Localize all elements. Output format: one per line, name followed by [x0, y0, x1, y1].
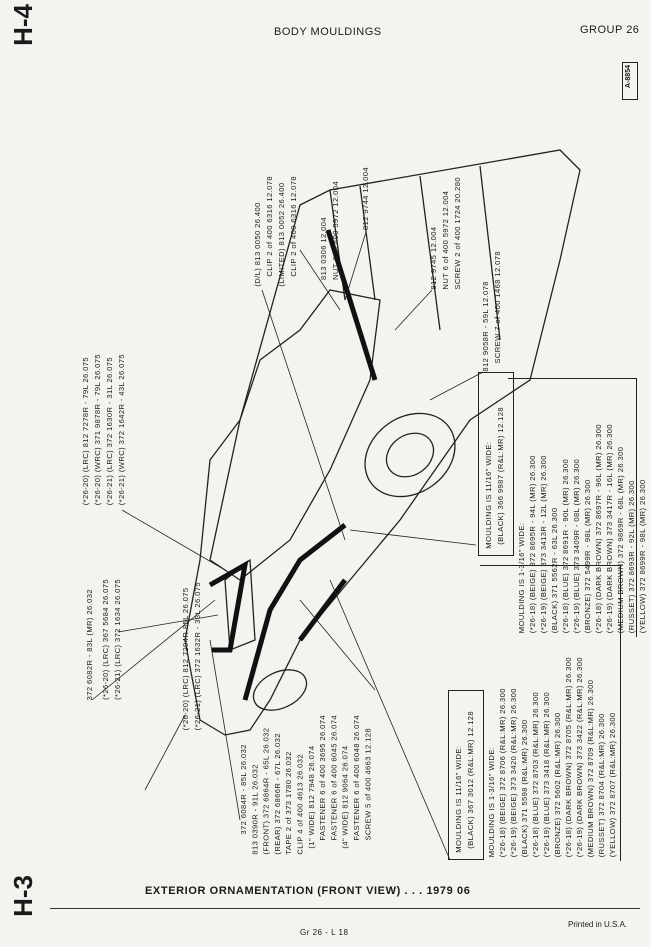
callout-line: (1" WIDE) 812 7948 26.074: [306, 745, 316, 849]
callout-line: 812 9745 12.004: [429, 226, 438, 290]
callout-line: (*26-20) (LRC) 812 7294R 85L 26.075: [181, 587, 190, 730]
callout-rear-spoiler: 812 9744 12.004: [360, 167, 372, 230]
callout-line: (FRONT) 372 6864R - 65L 26.032: [261, 728, 271, 855]
windshield-moulding: [208, 560, 249, 653]
callout-line: FASTENER 6 of 400 6048 26.074: [351, 715, 361, 841]
callout-line: CLIP 2 of 400 6316 12.078: [265, 176, 274, 277]
callout-line: FASTENER 6 of 400 3695 26.074: [318, 715, 328, 841]
door-moulding: [298, 578, 347, 642]
moulding-front-narrow: MOULDING IS 11/16" WIDE: (BLACK) 367 301…: [453, 711, 477, 853]
callout-pillar: (*26-20) (LRC) 812 7294R 85L 26.075 (*26…: [180, 582, 204, 730]
callout-line: FASTENER 6 of 400 6045 26.074: [329, 715, 339, 841]
moulding-front-wide-box: MOULDING IS 1-3/16" WIDE: (*26-18) (BEIG…: [480, 565, 621, 861]
callout-line: (*26-20) (LRC) 812 7278R - 79L 26.075: [81, 356, 90, 505]
moulding-rear-narrow: MOULDING IS 11/16" WIDE: (BLACK) 366 998…: [483, 407, 507, 549]
moulding-line: (YELLOW) 372 8699R - 98L (MR) 26.300: [638, 479, 647, 633]
mouldings-dark: [208, 229, 378, 701]
callout-line: (4" WIDE) 812 9064 26.074: [340, 745, 350, 849]
callout-line: TAPE 2 of 373 1780 26.032: [284, 751, 294, 855]
trunk-lines: [329, 165, 501, 341]
callout-rear-quarter: 812 9058R - 59L 12.078 SCREW 7 of 400 14…: [480, 251, 504, 372]
side-moulding: [242, 523, 347, 701]
figure-caption: EXTERIOR ORNAMENTATION (FRONT VIEW) . . …: [145, 885, 471, 897]
moulding-rear-narrow-box: MOULDING IS 11/16" WIDE: (BLACK) 366 998…: [478, 372, 514, 556]
callout-line: CLIP 2 of 400 6316 12.078: [289, 176, 298, 277]
callout-line: NUT 6 of 400 5972 12.004: [441, 191, 450, 290]
stamp-box: A-8854: [622, 62, 638, 100]
callout-line: (D/L) 813 0050 26.400: [253, 202, 262, 287]
moulding-line: MOULDING IS 1-3/16" WIDE:: [487, 746, 496, 857]
callout-line: (*26-20) (LRC) 367 5684 26.075: [101, 579, 110, 700]
callout-window-group: (*26-20) (LRC) 812 7278R - 79L 26.075 (*…: [80, 354, 128, 505]
callout-line: CLIP 4 of 400 4613 26.032: [295, 754, 305, 855]
callout-line: (*26-21) (LRC) 372 1634 26.075: [113, 579, 122, 700]
moulding-line: MOULDING IS 11/16" WIDE:: [484, 441, 493, 549]
moulding-line: (RUSSET) 372 8704 (R&L:MR) 26.300: [597, 712, 606, 857]
footer-divider: [50, 908, 640, 909]
rear-wheel: [364, 412, 456, 498]
callout-line: SCREW 2 of 400 1724 20.280: [453, 177, 462, 290]
leader-lines: [91, 231, 484, 861]
callout-line: 813 0306 12.004: [319, 216, 328, 280]
moulding-line: (MEDIUM BROWN) 372 8709 (R&L:MR) 26.300: [586, 679, 595, 857]
callout-deck: 813 0306 12.004 NUT 6 of 400 5972 12.004: [318, 181, 342, 280]
callout-cowl: (*26-20) (LRC) 367 5684 26.075 (*26-21) …: [100, 579, 124, 700]
callout-line: 812 9058R - 59L 12.078: [481, 281, 490, 372]
moulding-line: (*26-19) (BLUE) 373 3418 (R&L:MR) 26.300: [542, 691, 551, 857]
moulding-rear-wide-box: MOULDING IS 1-3/16" WIDE: (*26-18) (BEIG…: [508, 378, 647, 637]
rear-wheel-hub: [385, 432, 435, 478]
rear-spoiler-moulding: [325, 229, 378, 381]
callout-line: (LIMITED) 813 0052 26.400: [277, 182, 286, 287]
moulding-line: (BLACK) 367 3012 (R&L:MR) 12.128: [466, 711, 475, 849]
front-wheel: [252, 669, 308, 711]
callout-line: SCREW 7 of 400 1468 12.078: [493, 251, 502, 364]
page-code: Gr 26 - L 18: [300, 928, 349, 937]
moulding-front-narrow-box: MOULDING IS 11/16" WIDE: (BLACK) 367 301…: [448, 690, 484, 860]
callout-line: 812 9744 12.004: [361, 166, 370, 230]
callout-line: (*26-21) (LRC) 372 1630R - 31L 26.075: [105, 356, 114, 505]
callout-line: NUT 6 of 400 5972 12.004: [331, 181, 340, 280]
callout-line: (*26-21) (LRC) 372 1632R - 33L 26.075: [193, 581, 202, 730]
callout-windshield: 372 6082R - 83L (MR) 26.032: [84, 589, 96, 700]
moulding-line: (BLACK) 366 9987 (R&L:MR) 12.128: [496, 407, 505, 545]
callout-line: 372 6082R - 83L (MR) 26.032: [85, 588, 94, 700]
callout-line: SCREW 5 of 400 4663 12.128: [363, 728, 373, 841]
group-label: GROUP 26: [580, 24, 640, 36]
callout-front: 372 6084R - 85L 26.032 813 0390R - 91L 2…: [238, 715, 374, 855]
page-title: BODY MOULDINGS: [274, 26, 382, 38]
page-number-bottom: H-3: [8, 875, 38, 917]
callout-roof: (D/L) 813 0050 26.400 CLIP 2 of 400 6316…: [252, 176, 300, 287]
moulding-line: (*26-18) (BLUE) 372 8703 (R&L:MR) 26.300: [531, 691, 540, 857]
callout-line: 813 0390R - 91L 26.032: [250, 764, 260, 855]
callout-line: 372 6084R - 85L 26.032: [239, 744, 248, 835]
moulding-line: MOULDING IS 11/16" WIDE:: [454, 745, 463, 853]
callout-line: (*26-21) (WRC) 372 1642R - 43L 26.075: [117, 353, 126, 505]
moulding-line: (*26-18) (DARK BROWN) 372 8705 (R&L:MR) …: [564, 656, 573, 857]
callout-line: (REAR) 372 6866R - 67L 26.032: [272, 733, 282, 856]
callout-line: (*26-20) (WRC) 371 9878R - 79L 26.075: [93, 353, 102, 505]
roof-outline: [209, 289, 381, 581]
moulding-front-wide: MOULDING IS 1-3/16" WIDE: (*26-18) (BEIG…: [482, 657, 618, 857]
moulding-line: (BRONZE) 372 5602 (R&L:MR) 26.300: [553, 712, 562, 857]
moulding-line: (*26-18) (BEIGE) 372 8706 (R&L:MR) 26.30…: [498, 687, 507, 857]
moulding-line: (YELLOW) 372 8707 (R&L:MR) 26.300: [608, 712, 617, 857]
printed-note: Printed in U.S.A.: [568, 920, 628, 929]
moulding-line: (*26-19) (BEIGE) 373 3420 (R&L:MR) 26.30…: [509, 687, 518, 857]
moulding-line: (BLACK) 371 5598 (R&L:MR) 26.300: [520, 719, 529, 857]
moulding-line: (*26-19) (DARK BROWN) 373 3422 (R&L:MR) …: [575, 656, 584, 857]
callout-rear-upper: 812 9745 12.004 NUT 6 of 400 5972 12.004…: [428, 177, 464, 290]
moulding-line: (RUSSET) 372 8693R - 92L (MR) 26.300: [627, 480, 636, 633]
